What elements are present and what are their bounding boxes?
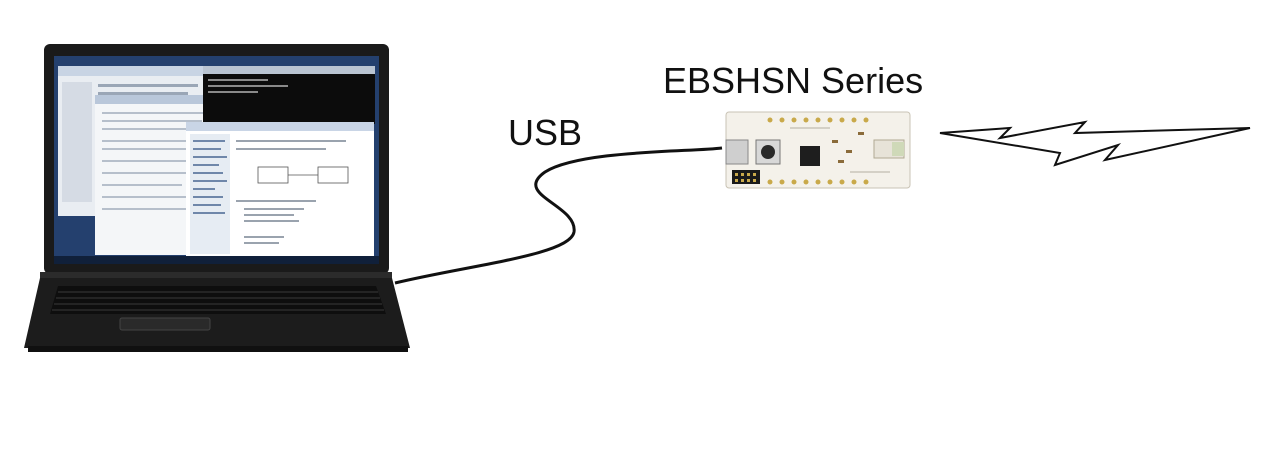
laptop-keyboard [50, 286, 386, 314]
laptop-touchpad [119, 317, 211, 331]
app-window-middle-lines [102, 112, 217, 210]
terminal-text-lines [208, 79, 288, 93]
board-mcu-chip [800, 146, 820, 166]
board-antenna-element [892, 142, 904, 156]
terminal-titlebar [203, 66, 375, 74]
help-window-toc-lines [193, 140, 227, 214]
help-window-toc [190, 134, 230, 254]
terminal-window [203, 66, 375, 124]
sensor-board-icon [725, 111, 911, 189]
wireless-signal-icon [939, 120, 1251, 167]
board-button-cap [761, 145, 775, 159]
keyboard-rows [52, 291, 384, 311]
board-header-pins [735, 173, 756, 182]
laptop-front-edge [28, 346, 408, 352]
board-edge-pads [767, 117, 869, 185]
board-usb-connector [725, 139, 749, 165]
app-window-left-titlebar [58, 66, 208, 76]
laptop-hinge [40, 272, 392, 278]
help-window-titlebar [186, 122, 374, 131]
app-window-left-sidebar [62, 82, 92, 202]
board-small-components [832, 132, 864, 163]
help-window-body-lines [236, 140, 346, 244]
laptop-icon [24, 44, 410, 352]
board-silkscreen [790, 127, 890, 173]
module-series-label: EBSHSN Series [663, 60, 924, 101]
app-window-middle-titlebar [95, 95, 230, 104]
usb-cable [394, 146, 723, 285]
usb-label: USB [508, 112, 583, 153]
taskbar [54, 256, 379, 264]
